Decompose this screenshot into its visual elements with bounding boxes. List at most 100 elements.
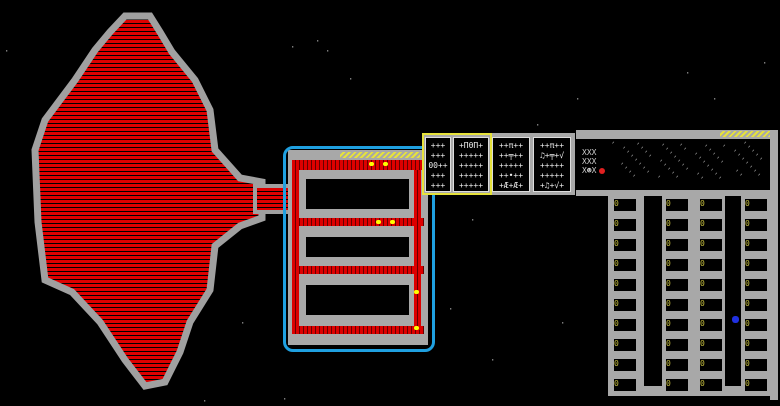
rubble-glyph: ´: [645, 171, 651, 181]
star-glyph: ·: [282, 395, 288, 405]
bedroom[interactable]: 0: [745, 299, 767, 311]
bedroom[interactable]: 0: [666, 279, 688, 291]
bedroom[interactable]: 0: [745, 319, 767, 331]
star-glyph: ·: [685, 69, 691, 79]
bedroom[interactable]: 0: [666, 199, 688, 211]
bedroom[interactable]: 0: [745, 359, 767, 371]
rubble-glyph: ´: [625, 151, 631, 161]
workshop[interactable]: +++ +++ 00++ +++ +++: [425, 137, 451, 192]
mid-wall: [576, 190, 776, 196]
workshop[interactable]: ++π++ ++╤++ +++++ ++•++ +Æ+Æ+: [492, 137, 530, 192]
farm-row: [292, 218, 424, 226]
bedroom[interactable]: 0: [745, 279, 767, 291]
bedroom[interactable]: 0: [666, 259, 688, 271]
rubble-glyph: ´: [637, 163, 643, 173]
star-glyph: ·: [470, 216, 476, 226]
star-glyph: ·: [762, 59, 768, 69]
bedroom[interactable]: 0: [614, 259, 636, 271]
rubble-glyph: ´: [740, 158, 746, 168]
workshop[interactable]: +ΠθΠ+ +++++ +++++ +++++ +++++: [453, 137, 489, 192]
rubble-glyph: ´: [647, 155, 653, 165]
dwarf-smiley-icon[interactable]: [732, 316, 739, 323]
bedroom[interactable]: 0: [700, 239, 722, 251]
rubble-glyph: ´: [736, 154, 742, 164]
bedroom[interactable]: 0: [700, 259, 722, 271]
bedroom[interactable]: 0: [700, 359, 722, 371]
rubble-glyph: ´: [711, 153, 717, 163]
rubble-glyph: ´: [658, 160, 664, 170]
rubble-glyph: ´: [746, 146, 752, 156]
room-interior: [306, 237, 409, 257]
stockpile[interactable]: XXX XXX X☻X: [582, 148, 597, 175]
selection-outline[interactable]: [283, 146, 435, 352]
rubble-glyph: ´: [635, 143, 641, 153]
bedroom[interactable]: 0: [614, 319, 636, 331]
bedroom[interactable]: 0: [666, 319, 688, 331]
farm-column: [414, 170, 421, 330]
top-wall: [576, 130, 778, 139]
bedroom[interactable]: 0: [745, 379, 767, 391]
rubble-glyph: ´: [719, 161, 725, 171]
rubble-glyph: ´: [693, 153, 699, 163]
bedroom[interactable]: 0: [614, 199, 636, 211]
farm-row: [292, 160, 424, 170]
bedroom[interactable]: 0: [700, 279, 722, 291]
bedroom[interactable]: 0: [666, 379, 688, 391]
bedroom[interactable]: 0: [666, 299, 688, 311]
bedroom[interactable]: 0: [745, 199, 767, 211]
bedroom[interactable]: 0: [666, 339, 688, 351]
bedroom[interactable]: 0: [700, 299, 722, 311]
rubble-glyph: ´: [643, 151, 649, 161]
rubble-glyph: ´: [699, 177, 705, 187]
rubble-glyph: ´: [660, 144, 666, 154]
item-marker: [376, 220, 381, 224]
bedroom[interactable]: 0: [614, 379, 636, 391]
bedroom[interactable]: 0: [700, 219, 722, 231]
bedroom[interactable]: 0: [745, 259, 767, 271]
hallway: [725, 196, 741, 386]
bedroom[interactable]: 0: [700, 199, 722, 211]
star-glyph: ·: [202, 397, 208, 406]
bedroom[interactable]: 0: [745, 239, 767, 251]
bedroom[interactable]: 0: [614, 219, 636, 231]
dwarf-smiley-icon[interactable]: [599, 168, 605, 174]
rubble-glyph: ´: [631, 175, 637, 185]
rubble-glyph: ´: [621, 147, 627, 157]
bedroom[interactable]: 0: [614, 239, 636, 251]
farm-row: [292, 326, 424, 334]
rubble-glyph: ´: [672, 156, 678, 166]
rubble-glyph: ´: [666, 168, 672, 178]
star-glyph: ·: [712, 95, 718, 105]
bedroom[interactable]: 0: [614, 279, 636, 291]
rubble-glyph: ´: [629, 155, 635, 165]
workshop[interactable]: ++π++ ♫+╤+√ +++++ +++++ +♫+√+: [533, 137, 571, 192]
bedroom[interactable]: 0: [745, 339, 767, 351]
farm-column: [292, 170, 299, 330]
bedroom[interactable]: 0: [745, 219, 767, 231]
rubble-glyph: ´: [754, 154, 760, 164]
rubble-glyph: ´: [674, 176, 680, 186]
bedroom[interactable]: 0: [666, 219, 688, 231]
item-marker: [414, 290, 419, 294]
bedroom[interactable]: 0: [666, 239, 688, 251]
rubble-glyph: ´: [756, 174, 762, 184]
bedroom[interactable]: 0: [614, 339, 636, 351]
star-glyph: ·: [448, 305, 454, 315]
bedroom[interactable]: 0: [700, 339, 722, 351]
rubble-glyph: ´: [680, 164, 686, 174]
rubble-glyph: ´: [682, 148, 688, 158]
rubble-glyph: ´: [678, 144, 684, 154]
bedroom[interactable]: 0: [614, 359, 636, 371]
rubble-glyph: ´: [623, 167, 629, 177]
bedroom[interactable]: 0: [666, 359, 688, 371]
rubble-glyph: ´: [734, 170, 740, 180]
bedroom[interactable]: 0: [700, 379, 722, 391]
item-marker: [369, 162, 374, 166]
farm-field: [31, 12, 266, 390]
rubble-glyph: ´: [709, 169, 715, 179]
bedroom[interactable]: 0: [614, 299, 636, 311]
star-glyph: ·: [290, 43, 296, 53]
rubble-glyph: ´: [664, 148, 670, 158]
bedroom[interactable]: 0: [700, 319, 722, 331]
